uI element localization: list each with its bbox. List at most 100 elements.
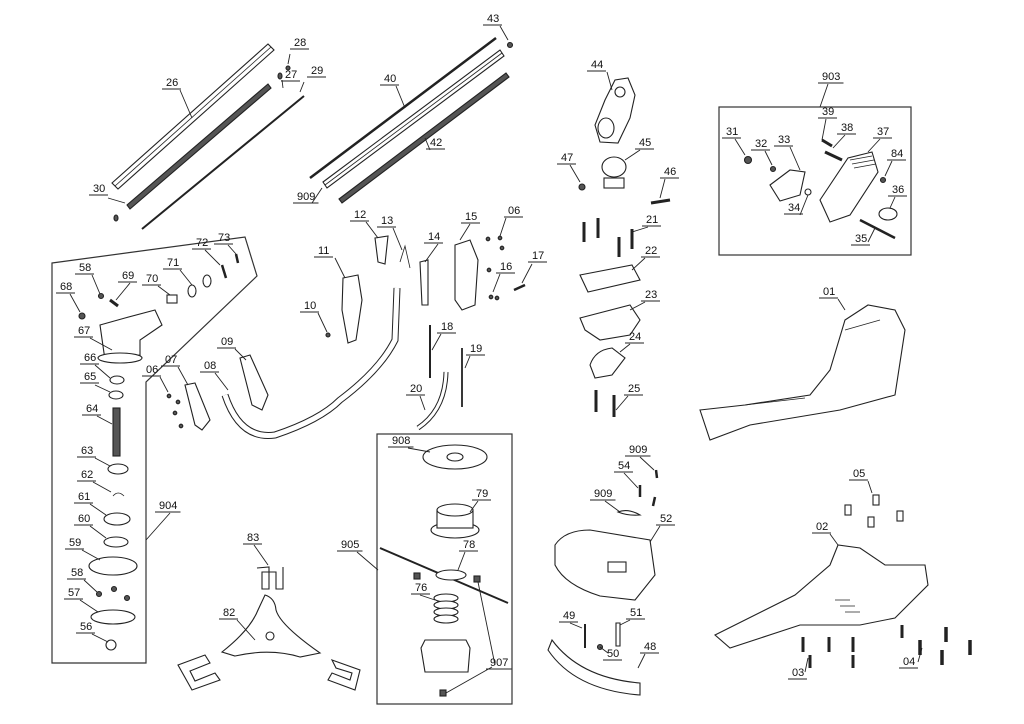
part-label-01: 01 (823, 286, 835, 298)
part-label-25: 25 (628, 383, 640, 395)
leader-line-82 (236, 619, 256, 641)
leader-line-79 (469, 500, 479, 513)
part-label-11: 11 (318, 245, 329, 257)
part-04-screws (918, 627, 972, 665)
leader-line-25 (615, 395, 629, 411)
part-label-63: 63 (81, 445, 93, 457)
part-45-clamp-ring (601, 156, 627, 189)
leader-line-40 (395, 85, 406, 109)
leader-line-46 (659, 178, 666, 199)
leader-line-69 (115, 282, 131, 301)
part-48-guard-extension (547, 638, 641, 696)
leader-line-33 (789, 146, 801, 171)
leader-line-21 (631, 226, 649, 233)
part-23-handle-clamp-bottom (579, 304, 641, 341)
leader-line-42 (424, 137, 431, 151)
part-label-909c: 909 (594, 488, 612, 500)
part-label-82: 82 (223, 607, 235, 619)
part-label-36: 36 (892, 184, 904, 196)
part-03-screws (801, 625, 904, 668)
part-label-67: 67 (78, 325, 90, 337)
part-59-blade-guard-disc (88, 556, 138, 576)
part-54-screws (638, 485, 657, 507)
leader-line-38 (832, 134, 846, 149)
leader-line-08 (214, 372, 229, 391)
part-label-08: 08 (204, 360, 216, 372)
part-44-clamp-housing (594, 77, 636, 144)
part-label-57: 57 (68, 587, 80, 599)
leader-line-28 (287, 53, 291, 65)
part-label-54: 54 (618, 460, 630, 472)
part-10-nut (325, 332, 331, 338)
part-label-60: 60 (78, 513, 90, 525)
leader-line-62 (92, 481, 112, 493)
part-label-52: 52 (660, 513, 672, 525)
part-label-68: 68 (60, 281, 72, 293)
part-label-62: 62 (81, 469, 93, 481)
part-label-33: 33 (778, 134, 790, 146)
part-label-24: 24 (629, 331, 641, 343)
part-label-50: 50 (607, 648, 619, 660)
part-label-10: 10 (304, 300, 316, 312)
leader-line-63 (94, 457, 111, 467)
part-65-gear (108, 390, 124, 400)
part-label-58a: 58 (79, 262, 91, 274)
leader-line-49 (569, 622, 583, 629)
leader-line-22 (631, 257, 646, 271)
leader-line-05 (867, 480, 873, 494)
part-label-06a: 06 (508, 205, 520, 217)
leader-line-68 (69, 293, 81, 313)
part-label-03: 03 (792, 667, 804, 679)
leader-line-51 (619, 619, 631, 626)
leader-line-30 (107, 197, 126, 204)
part-label-43: 43 (487, 13, 499, 25)
part-label-06b: 06 (146, 364, 158, 376)
leader-line-11 (334, 257, 346, 279)
part-12-trigger (374, 235, 389, 265)
leader-line-36 (889, 196, 896, 209)
part-label-29: 29 (311, 65, 323, 77)
leader-line-70 (157, 285, 171, 296)
part-82-three-tooth-blade (220, 594, 322, 658)
leader-line-56 (91, 633, 109, 643)
leader-line-12 (365, 221, 379, 239)
leader-line-17 (521, 263, 533, 284)
leader-line-43 (499, 25, 509, 41)
leader-line-20 (419, 395, 426, 411)
part-47-nut (578, 183, 586, 191)
part-909-screw (654, 469, 659, 479)
leader-line-44 (606, 71, 613, 91)
leader-line-07 (177, 366, 189, 386)
part-58-screw-upper (97, 292, 105, 300)
leader-line-13 (392, 227, 403, 251)
leader-line-09 (234, 348, 247, 361)
leader-line-908 (407, 447, 431, 453)
part-71-bearings (187, 274, 212, 298)
part-label-78: 78 (463, 539, 475, 551)
part-label-44: 44 (591, 59, 603, 71)
part-label-09: 09 (221, 336, 233, 348)
part-57-pressure-plate (90, 609, 136, 625)
leader-line-52 (649, 525, 661, 543)
leader-line-16 (492, 273, 501, 293)
leader-line-24 (619, 343, 631, 353)
leader-line-04 (917, 647, 923, 663)
part-label-64: 64 (86, 403, 98, 415)
part-08-handlebar (221, 287, 401, 439)
part-label-907: 907 (490, 657, 508, 669)
part-label-76: 76 (415, 582, 427, 594)
part-61-cover-plate (103, 512, 131, 526)
part-label-26: 26 (166, 77, 178, 89)
leader-line-35 (867, 227, 876, 243)
leader-line-32 (764, 150, 773, 166)
part-56-nut (105, 639, 117, 651)
part-17-screw (513, 283, 526, 292)
blade-protector-right (327, 659, 361, 691)
part-label-909a: 909 (297, 191, 315, 203)
part-label-40: 40 (384, 73, 396, 85)
part-label-37: 37 (877, 126, 889, 138)
part-label-14: 14 (428, 231, 440, 243)
part-label-58b: 58 (71, 567, 83, 579)
part-28-screw (285, 65, 291, 71)
leader-line-73 (227, 244, 237, 255)
